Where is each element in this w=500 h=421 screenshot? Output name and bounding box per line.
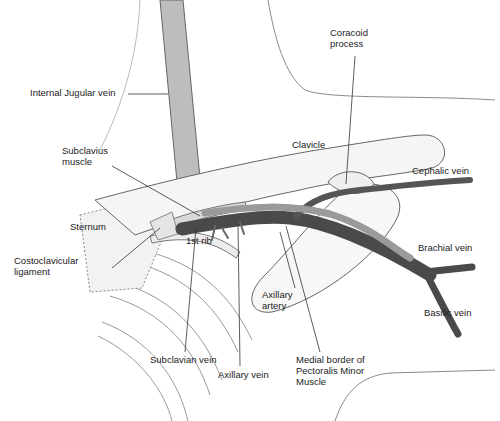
part-label: Clavicle: [292, 140, 352, 151]
jugular-vein: [160, 0, 200, 182]
costoclavicular-ligament: [150, 212, 178, 240]
part-label: Internal Jugular vein: [30, 88, 130, 99]
part-label: Basilic vein: [424, 308, 494, 319]
part-label: 1st rib: [186, 236, 226, 247]
part-label: Costoclavicular ligament: [14, 256, 99, 278]
arm-outline: [335, 370, 495, 421]
part-label: Cephalic vein: [412, 166, 492, 177]
part-label: Medial border of Pectoralis Minor Muscle: [296, 355, 396, 388]
part-label: Axillary vein: [218, 370, 288, 381]
shoulder-outline: [268, 0, 495, 100]
part-label: Axillary artery: [262, 290, 312, 312]
part-label: Brachial vein: [418, 243, 498, 254]
part-label: Sternum: [70, 222, 130, 233]
part-label: Coracoid process: [330, 28, 400, 50]
leader-lines: [112, 56, 355, 366]
neck-outline: [100, 0, 140, 150]
part-label: Subclavian vein: [150, 355, 230, 366]
part-label: Subclavius muscle: [62, 146, 117, 168]
